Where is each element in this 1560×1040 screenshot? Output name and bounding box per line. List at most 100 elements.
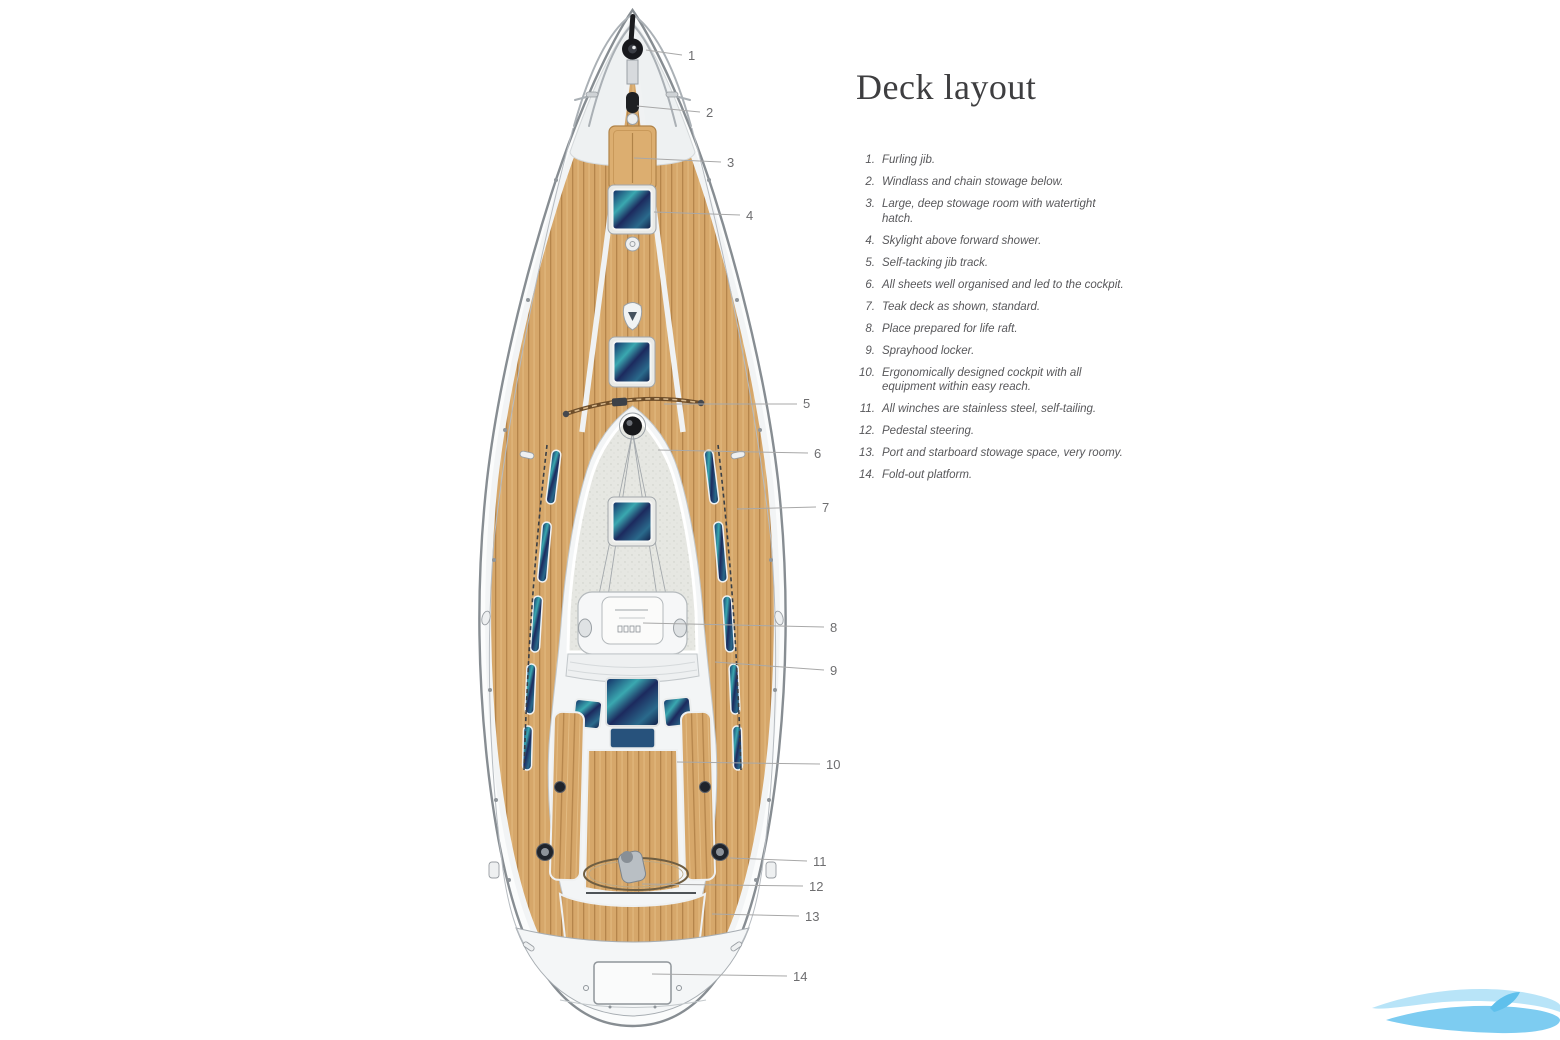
callout-label-3: 3	[727, 155, 734, 170]
legend-item-number: 8.	[865, 322, 875, 335]
deck-fill-ring	[625, 236, 640, 252]
legend-item-text: Large, deep stowage room with watertight…	[882, 198, 1096, 225]
callout-label-2: 2	[706, 105, 713, 120]
legend-item-text: Sprayhood locker.	[882, 344, 975, 357]
callout-label-12: 12	[809, 879, 823, 894]
side-windows-starboard	[703, 449, 744, 771]
cockpit-winches	[536, 781, 729, 861]
dorade-vent	[622, 302, 643, 331]
callout-labels: 1 2 3 4 5 6 7 8 9 10 11 12 13 14	[688, 48, 840, 984]
legend-item: 9. Sprayhood locker.	[853, 344, 1127, 359]
legend-item-number: 6.	[865, 278, 875, 291]
legend-item-number: 14.	[859, 469, 875, 481]
transom-step-line	[559, 999, 707, 1008]
jib-track	[562, 396, 705, 418]
callout-label-14: 14	[793, 969, 807, 984]
mid-skylight-hatch	[608, 336, 656, 388]
stanchions	[488, 178, 777, 882]
legend-item: 7. Teak deck as shown, standard.	[853, 300, 1127, 315]
genoa-track-port	[523, 444, 548, 771]
callout-line-4	[653, 211, 741, 216]
bow-pulpit-rail	[573, 15, 692, 127]
callout-line-3	[633, 157, 722, 163]
legend-item: 6. All sheets well organised and led to t…	[853, 278, 1127, 293]
legend-item-text: Windlass and chain stowage below.	[882, 176, 1064, 188]
legend-item-text: Port and starboard stowage space, very r…	[882, 447, 1123, 459]
mast	[619, 412, 646, 440]
legend-item-number: 4.	[865, 234, 875, 247]
callout-label-13: 13	[805, 909, 819, 924]
legend-item: 10.Ergonomically designed cockpit with a…	[853, 366, 1127, 395]
callout-line-1	[645, 49, 683, 56]
coachroof-winch-starboard	[673, 618, 687, 638]
cockpit-bench-starboard	[680, 710, 716, 882]
callout-line-2	[636, 105, 701, 113]
legend-item: 1. Furling jib.	[853, 153, 1127, 168]
deck-fittings	[481, 450, 784, 952]
callout-label-6: 6	[814, 446, 821, 461]
legend-item-text: Pedestal steering.	[882, 425, 975, 437]
legend-item: 4. Skylight above forward shower.	[853, 234, 1127, 249]
legend-item: 8. Place prepared for life raft.	[853, 322, 1127, 337]
steering-pedestal	[617, 850, 647, 884]
legend-item: 13. Port and starboard stowage space, ver…	[853, 446, 1127, 461]
genoa-track-starboard	[717, 444, 742, 771]
lifelines	[488, 127, 777, 945]
legend-item-text: Skylight above forward shower.	[882, 234, 1042, 247]
legend-item-text: Self-tacking jib track.	[882, 256, 989, 269]
legend-item-text: Furling jib.	[882, 154, 936, 166]
fold-out-platform	[583, 961, 682, 1009]
legend-item: 12. Pedestal steering.	[853, 424, 1127, 439]
wave-swoosh-logo	[1372, 988, 1560, 1034]
legend-item-number: 9.	[865, 344, 875, 357]
callout-line-9	[714, 661, 825, 671]
callout-label-11: 11	[813, 854, 827, 869]
legend-item-number: 5.	[865, 256, 875, 269]
companionway-hatch	[605, 677, 660, 749]
callout-line-8	[642, 622, 825, 628]
legend-item-number: 12.	[859, 425, 875, 437]
legend-item-number: 13.	[859, 447, 875, 459]
callout-label-5: 5	[803, 396, 810, 411]
saloon-skylight-hatch	[607, 496, 657, 547]
stowage-hatch	[608, 125, 657, 191]
legend-item: 2. Windlass and chain stowage below.	[853, 175, 1127, 190]
bow-cleat-starboard	[665, 91, 679, 98]
callout-label-10: 10	[826, 757, 840, 772]
callout-label-9: 9	[830, 663, 837, 678]
legend-item-text: Place prepared for life raft.	[882, 322, 1018, 335]
legend-item-text: Teak deck as shown, standard.	[882, 300, 1041, 313]
legend-item-text: All winches are stainless steel, self-ta…	[882, 403, 1097, 415]
legend-item: 11. All winches are stainless steel, self…	[853, 402, 1127, 417]
furling-jib-drum	[622, 14, 643, 85]
legend-item-number: 3.	[865, 198, 875, 210]
legend-item-text: All sheets well organised and led to the…	[882, 278, 1124, 291]
forward-skylight-hatch	[607, 184, 657, 235]
sprayhood-locker	[565, 653, 700, 683]
legend-item-number: 7.	[865, 300, 875, 313]
bow-cleat-port	[585, 91, 599, 98]
callout-line-7	[736, 506, 817, 510]
legend-item-number: 10.	[859, 366, 875, 379]
callout-line-13	[711, 913, 800, 917]
legend-item-number: 2.	[865, 176, 875, 188]
yacht-deck-top-view	[478, 7, 787, 1028]
legend-item: 3. Large, deep stowage room with watertig…	[853, 197, 1127, 226]
coachroof-winch-port	[578, 618, 592, 638]
legend-item-text: Fold-out platform.	[882, 469, 973, 481]
legend-list: 1. Furling jib. 2. Windlass and chain stow…	[853, 153, 1127, 490]
life-raft-locker	[577, 591, 688, 655]
cockpit-bench-port	[549, 710, 585, 882]
callout-line-6	[657, 449, 809, 454]
legend-item: 14. Fold-out platform.	[853, 468, 1127, 483]
callout-line-10	[676, 761, 821, 765]
callout-line-14	[651, 973, 788, 977]
callout-label-8: 8	[830, 620, 837, 635]
legend-item-number: 11.	[859, 403, 875, 415]
callout-line-12	[641, 883, 804, 887]
callout-label-1: 1	[688, 48, 695, 63]
page-title: Deck layout	[856, 67, 1037, 107]
side-windows-port	[521, 449, 562, 771]
legend-item-number: 1.	[865, 154, 875, 166]
callout-label-7: 7	[822, 500, 829, 515]
